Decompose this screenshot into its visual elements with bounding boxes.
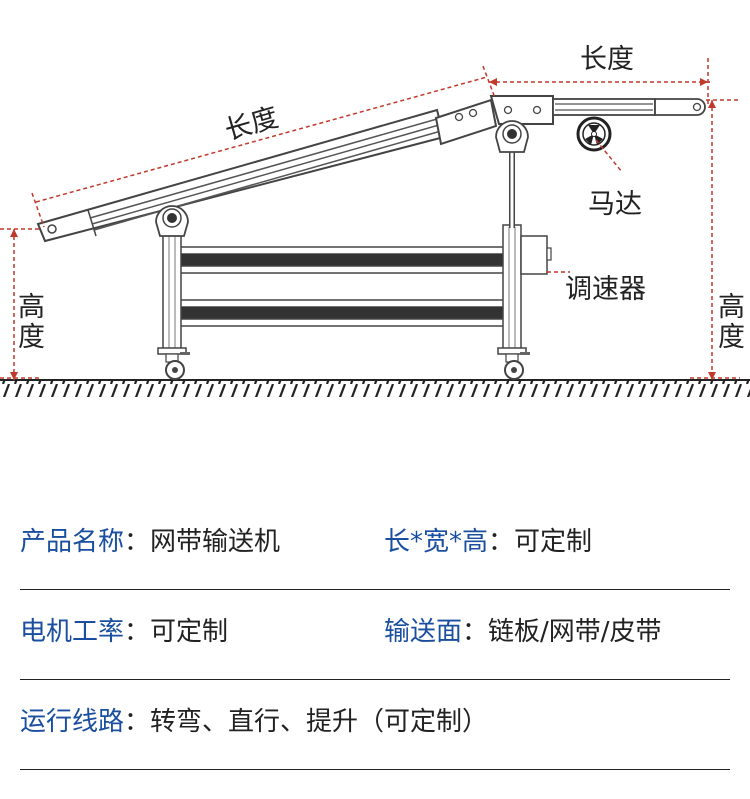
spec-separator: ： — [124, 617, 151, 647]
spec-label: 产品名称 — [20, 527, 125, 557]
spec-row: 运行线路：转弯、直行、提升（可定制） — [20, 680, 730, 770]
right-height-label: 高度 — [718, 292, 745, 353]
spec-separator: ： — [124, 707, 151, 737]
spec-item: 输送面：链板/网带/皮带 — [384, 614, 662, 650]
speed-controller-box — [520, 235, 552, 275]
conveyor-diagram: 长度 长度 马达 调速器 高度 高度 — [0, 44, 750, 397]
left-leg — [157, 229, 190, 363]
top-length-label: 长度 — [580, 44, 634, 75]
spec-separator: ： — [124, 527, 151, 557]
frame-crossbars — [179, 246, 506, 327]
spec-value: 转弯、直行、提升（可定制） — [150, 707, 489, 737]
spec-label: 长*宽*高 — [384, 527, 489, 557]
spec-item: 运行线路：转弯、直行、提升（可定制） — [20, 704, 488, 740]
spec-value: 可定制 — [514, 527, 593, 557]
inclined-conveyor — [36, 108, 446, 243]
left-caster-wheel — [165, 360, 185, 380]
right-caster-wheel — [504, 360, 524, 380]
spec-value: 可定制 — [150, 617, 229, 647]
left-height-label: 高度 — [18, 292, 45, 353]
spec-value: 网带输送机 — [150, 527, 281, 557]
spec-item: 电机工率：可定制 — [20, 614, 228, 650]
spec-separator: ： — [488, 527, 515, 557]
left-pivot — [155, 205, 189, 237]
ground — [0, 379, 750, 397]
spec-label: 输送面 — [384, 617, 463, 647]
spec-label: 运行线路 — [20, 707, 125, 737]
top-conveyor — [552, 98, 706, 116]
spec-label: 电机工率 — [20, 617, 125, 647]
spec-separator: ： — [462, 617, 489, 647]
joint-box — [434, 95, 554, 146]
right-pivot — [495, 120, 529, 153]
spec-row: 产品名称：网带输送机 长*宽*高：可定制 — [20, 500, 730, 590]
spec-table: 产品名称：网带输送机 长*宽*高：可定制 电机工率：可定制 输送面：链板/网带/… — [20, 500, 730, 770]
spec-item: 长*宽*高：可定制 — [384, 524, 592, 560]
dimension-arrows — [10, 78, 716, 380]
incline-length-label: 长度 — [221, 102, 281, 147]
spec-item: 产品名称：网带输送机 — [20, 524, 280, 560]
speed-controller-label: 调速器 — [565, 274, 646, 305]
motor — [576, 116, 612, 152]
motor-label: 马达 — [588, 189, 642, 220]
spec-row: 电机工率：可定制 输送面：链板/网带/皮带 — [20, 590, 730, 680]
spec-value: 链板/网带/皮带 — [488, 617, 662, 647]
